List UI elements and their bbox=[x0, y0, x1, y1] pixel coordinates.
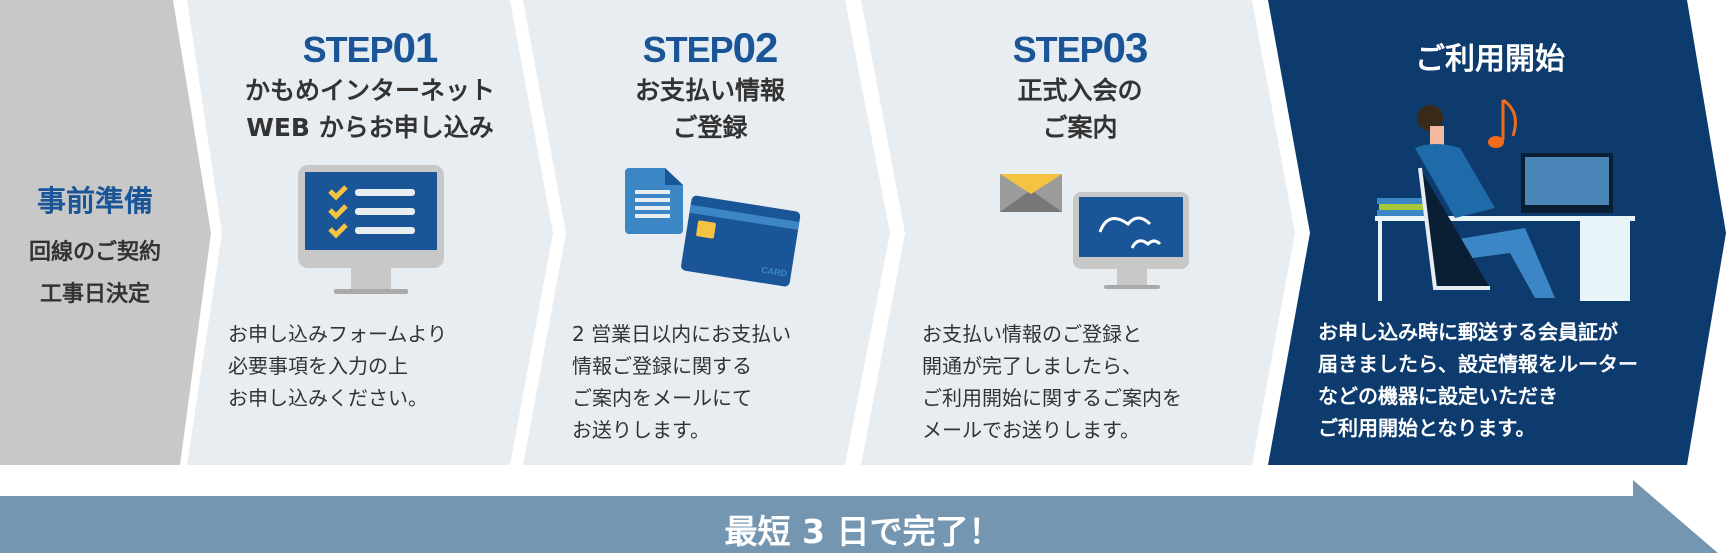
step2-title: お支払い情報 bbox=[634, 76, 785, 105]
final-body: お申し込み時に郵送する会員証が 届きましたら、設定情報をルーター などの機器に設… bbox=[1318, 320, 1638, 440]
step3-body: お支払い情報のご登録と 開通が完了しましたら、 ご利用開始に関するご案内を メー… bbox=[922, 322, 1182, 442]
step2-title: ご登録 bbox=[672, 113, 748, 142]
step1-title: WEB からお申し込み bbox=[246, 113, 494, 142]
pre-title: 事前準備 bbox=[36, 184, 153, 218]
step1-title: かもめインターネット bbox=[244, 76, 495, 105]
step3-title: ご案内 bbox=[1042, 113, 1118, 142]
step3-label: STEP03 bbox=[1012, 24, 1149, 71]
document-credit-card-icon: CARD bbox=[625, 168, 801, 287]
svg-text:CARD: CARD bbox=[761, 265, 789, 279]
pre-panel bbox=[0, 0, 211, 465]
step1-body: お申し込みフォームより 必要事項を入力の上 お申し込みください。 bbox=[228, 322, 447, 410]
step1-label: STEP01 bbox=[302, 24, 439, 71]
duration-label: 最短 3 日で完了！ bbox=[724, 512, 1002, 551]
step2-label: STEP02 bbox=[642, 24, 779, 71]
envelope-monitor-icon bbox=[1000, 174, 1189, 289]
monitor-checklist-icon bbox=[298, 165, 444, 294]
step3-title: 正式入会の bbox=[1017, 76, 1143, 105]
final-title: ご利用開始 bbox=[1415, 42, 1565, 77]
duration-arrow bbox=[0, 480, 1718, 553]
final-panel bbox=[1268, 0, 1726, 465]
person-at-desk-video-call-icon bbox=[1375, 98, 1635, 301]
pre-line: 回線のご契約 bbox=[28, 240, 161, 265]
pre-line: 工事日決定 bbox=[39, 282, 150, 307]
step2-body: 2 営業日以内にお支払い 情報ご登録に関する ご案内をメールにて お送りします。 bbox=[572, 322, 792, 442]
